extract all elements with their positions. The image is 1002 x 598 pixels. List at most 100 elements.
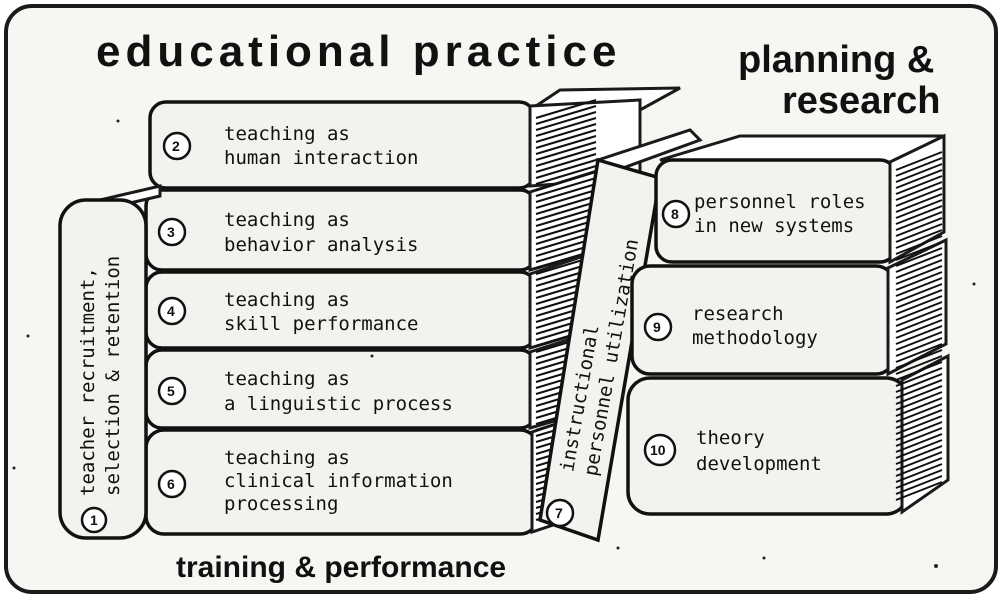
- page-edge-line: [895, 193, 943, 213]
- book-6-line-1: teaching as: [224, 447, 350, 469]
- page-edge-line: [895, 175, 943, 195]
- book-1-line-1: teacher recruitment,: [77, 267, 99, 496]
- page-edge-line: [895, 253, 943, 273]
- page-edge-line: [535, 147, 597, 167]
- page-edge-line: [535, 153, 597, 173]
- page-edge-line: [535, 123, 597, 143]
- book-1-line-2: selection & retention: [102, 256, 124, 496]
- page-edge-line: [535, 189, 597, 209]
- book-6-number-badge: [157, 469, 187, 499]
- book-9-line-2: methodology: [692, 327, 818, 349]
- book-10-line-1: theory: [696, 427, 765, 449]
- book-5-number-badge: [157, 376, 187, 406]
- book-5-line-1: teaching as: [224, 368, 350, 390]
- page-edge-line: [895, 361, 943, 381]
- page-edge-line: [535, 171, 597, 191]
- book-8-line-1: personnel roles: [694, 191, 866, 213]
- page-edge-line: [535, 201, 597, 221]
- page-edge-line: [895, 343, 943, 363]
- book-6: 6 teaching as clinical information proce…: [144, 413, 582, 536]
- page-edge-line: [895, 475, 943, 495]
- page-edge-line: [895, 337, 943, 357]
- page-edge-line: [895, 223, 943, 243]
- page-edge-line: [895, 295, 943, 315]
- page-edge-line: [535, 219, 597, 239]
- page-edge-line: [535, 183, 597, 203]
- scan-specks: [12, 119, 976, 568]
- page-edge-line: [895, 385, 943, 405]
- page-edge-line: [895, 463, 943, 483]
- page-edge-line: [535, 195, 597, 215]
- page-edge-line: [895, 349, 943, 369]
- book-5-line-2: a linguistic process: [224, 393, 453, 415]
- page-edge-line: [535, 129, 597, 149]
- book-4-number-badge: [157, 296, 187, 326]
- page-edge-line: [895, 157, 943, 177]
- page-edge-line: [535, 207, 597, 227]
- page-edge-line: [535, 177, 597, 197]
- book-2-line-1: teaching as: [224, 123, 350, 145]
- book-6-line-3: processing: [224, 493, 338, 515]
- page-edge-line: [895, 481, 943, 501]
- book-10-number-badge: [643, 433, 677, 467]
- page-edge-line: [895, 247, 943, 267]
- page-edge-line: [895, 235, 943, 255]
- heading-planning-research-line2: research: [782, 80, 940, 122]
- book-4-line-2: skill performance: [224, 313, 418, 335]
- book-7-number-badge: [545, 498, 575, 528]
- page-edge-hatching-right: [895, 151, 943, 501]
- page-edge-line: [895, 331, 943, 351]
- page-edge-line: [895, 205, 943, 225]
- page-edge-line: [895, 403, 943, 423]
- page-edge-line: [895, 277, 943, 297]
- book-4-line-1: teaching as: [224, 289, 350, 311]
- book-8-line-2: in new systems: [694, 215, 854, 237]
- page-edge-line: [895, 415, 943, 435]
- page-edge-line: [895, 169, 943, 189]
- book-8: 8 personnel roles in new systems: [654, 133, 946, 265]
- page-edge-line: [535, 165, 597, 185]
- heading-training-performance: training & performance: [176, 551, 506, 584]
- page-edge-line: [895, 439, 943, 459]
- page-edge-line: [895, 433, 943, 453]
- page-edge-line: [895, 259, 943, 279]
- page-edge-line: [895, 181, 943, 201]
- page-edge-line: [895, 211, 943, 231]
- page-edge-line: [895, 409, 943, 429]
- page-edge-line: [895, 313, 943, 333]
- page-edge-line: [895, 187, 943, 207]
- page-edge-line: [895, 325, 943, 345]
- page-edge-line: [895, 469, 943, 489]
- book-10-line-2: development: [696, 453, 822, 475]
- book-5-number: 5: [167, 383, 175, 399]
- book-1-number-badge: [80, 506, 108, 534]
- page-edge-line: [895, 355, 943, 375]
- book-10-number: 10: [650, 442, 666, 458]
- page-edge-line: [535, 111, 597, 131]
- page-edge-line: [895, 283, 943, 303]
- page-edge-line: [535, 159, 597, 179]
- book-1-number: 1: [90, 512, 98, 528]
- page-edge-line: [895, 319, 943, 339]
- page-edge-line: [895, 379, 943, 399]
- page-edge-line: [535, 105, 597, 125]
- heading-educational-practice: educational practice: [96, 27, 621, 76]
- page-edge-line: [535, 141, 597, 161]
- page-edge-line: [895, 427, 943, 447]
- page-edge-line: [895, 163, 943, 183]
- book-8-number-badge: [661, 199, 691, 229]
- book-3-number: 3: [167, 224, 175, 240]
- page-edge-line: [535, 135, 597, 155]
- page-edge-line: [895, 421, 943, 441]
- page-edge-line: [895, 457, 943, 477]
- page-edge-line: [895, 391, 943, 411]
- book-2-number: 2: [172, 138, 180, 154]
- book-7-number: 7: [555, 505, 563, 521]
- page-edge-line: [895, 217, 943, 237]
- page-edge-line: [895, 451, 943, 471]
- book-9-number-badge: [643, 312, 673, 342]
- page-edge-line: [895, 307, 943, 327]
- book-3-line-2: behavior analysis: [224, 234, 418, 256]
- page-edge-line: [895, 397, 943, 417]
